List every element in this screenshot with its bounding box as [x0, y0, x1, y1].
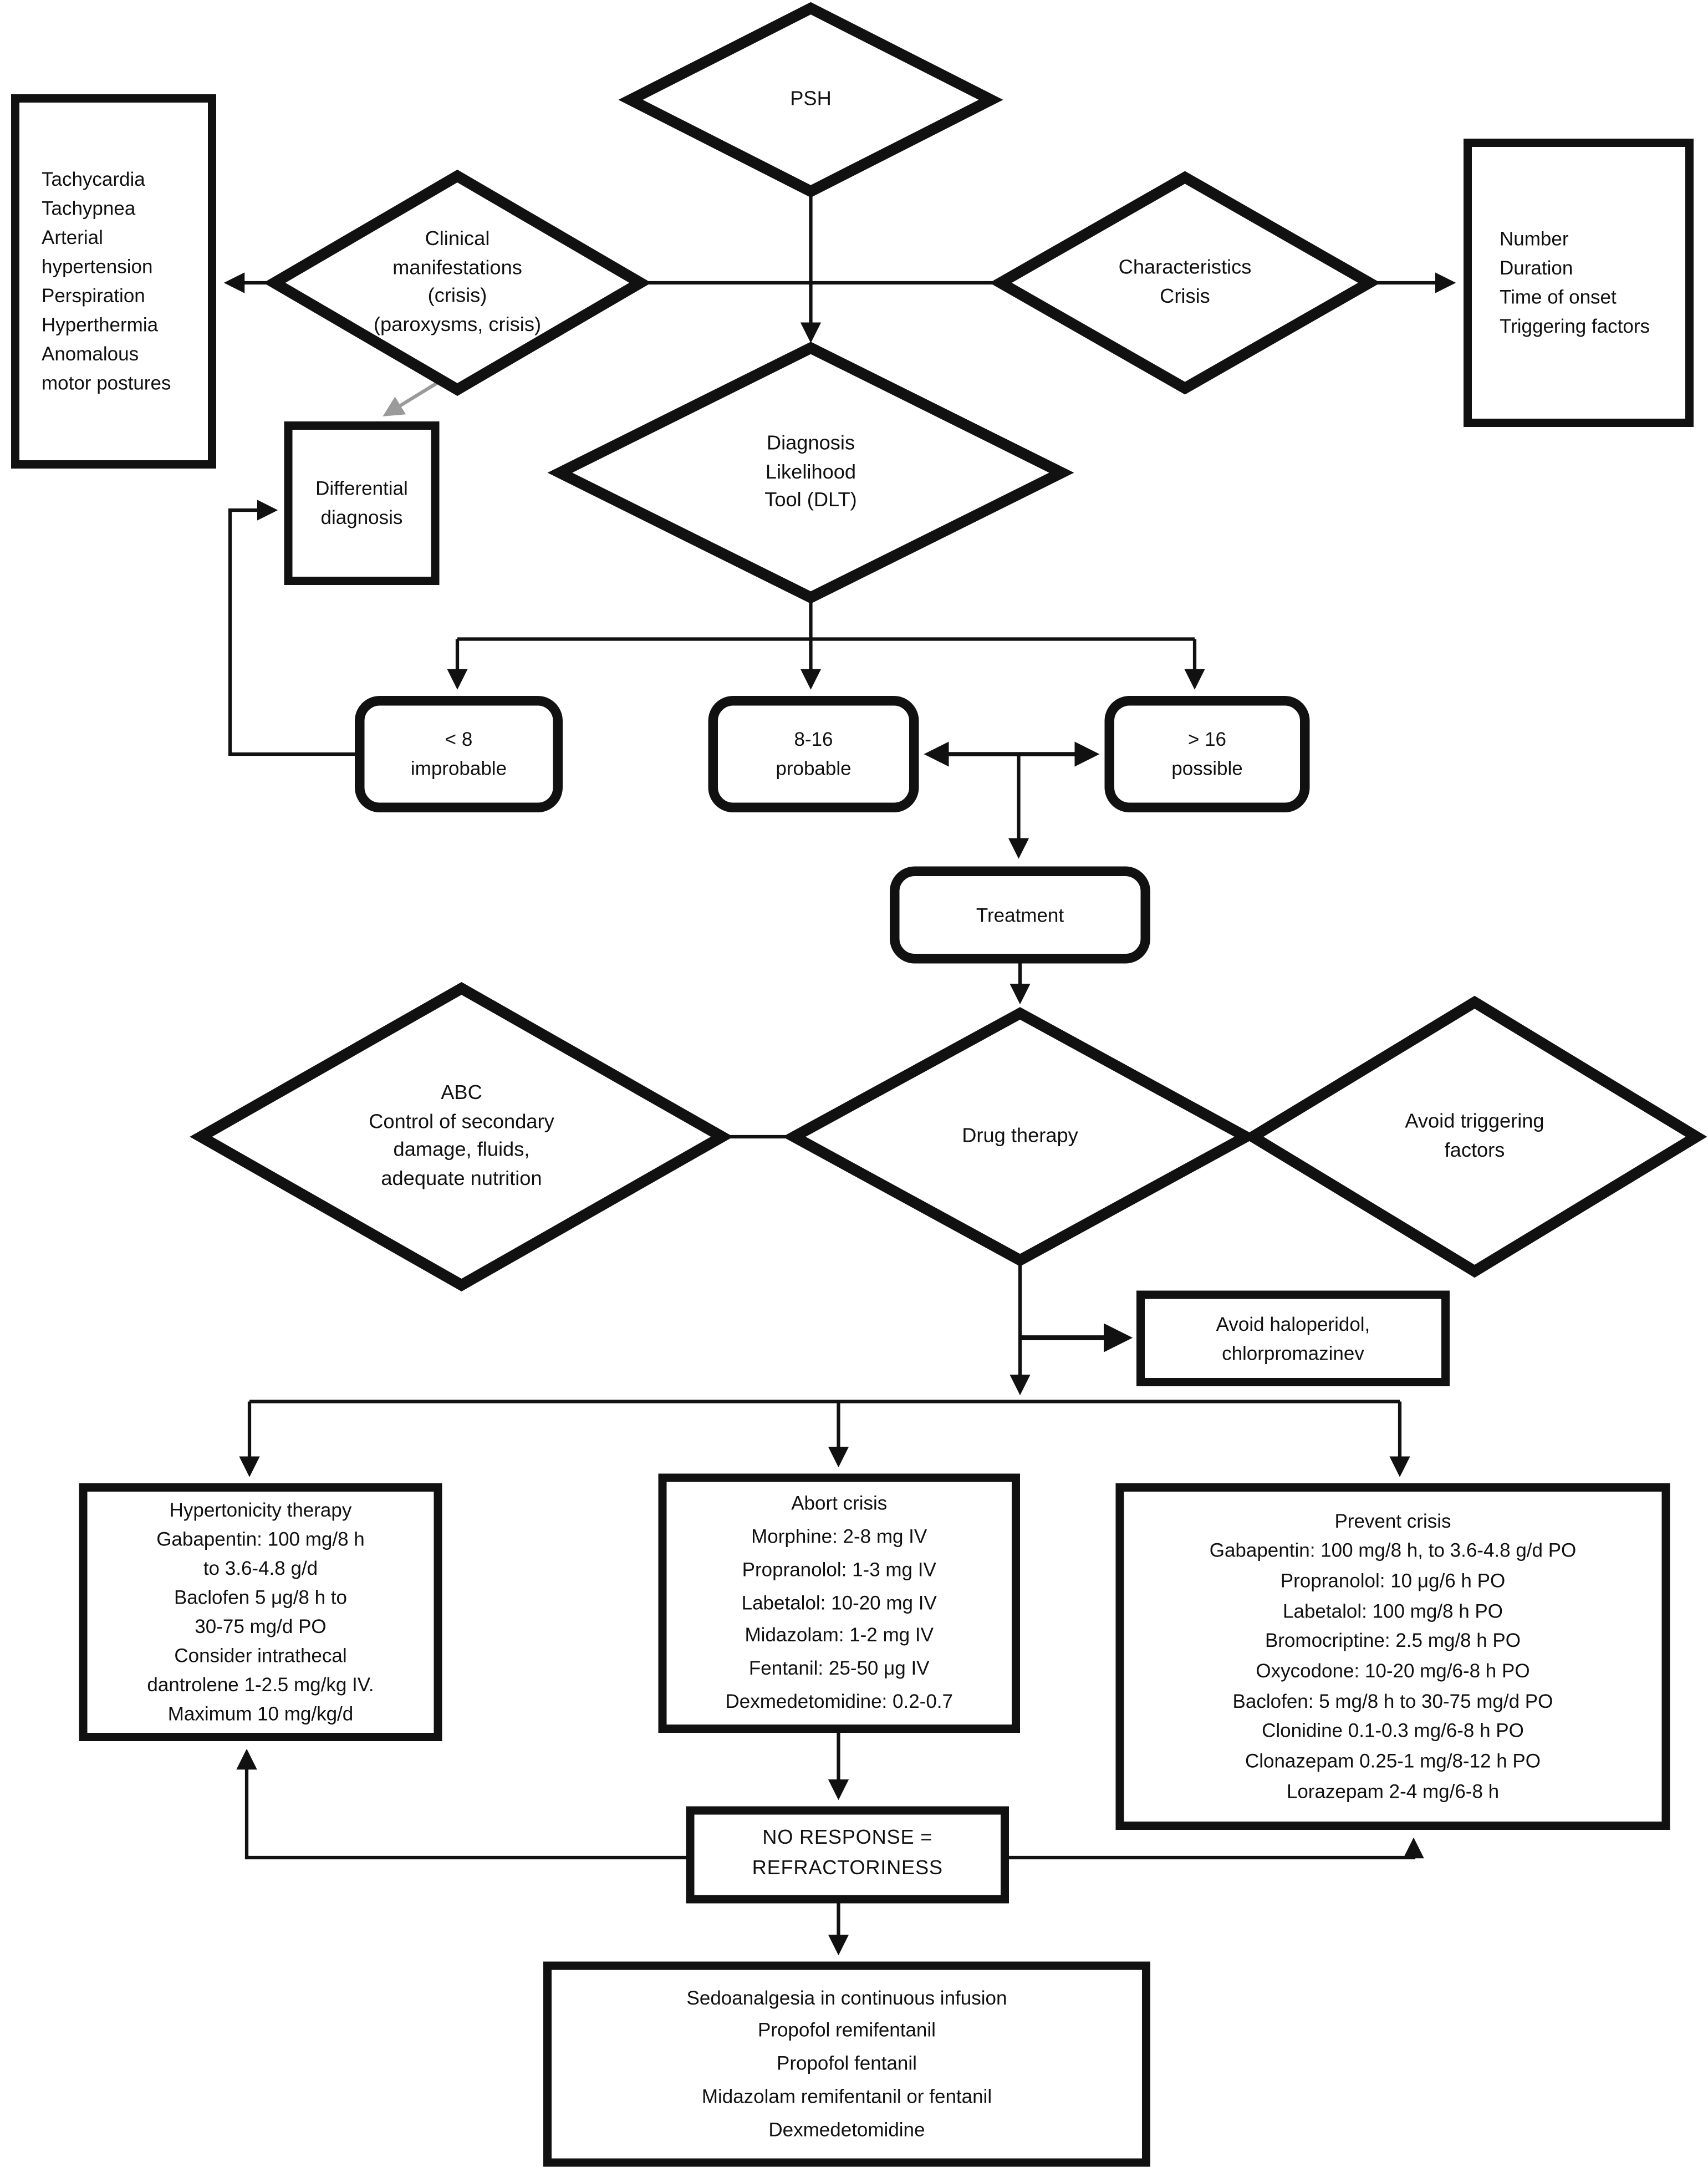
avoid-triggering-diamond: Avoid triggering factors: [1405, 1108, 1544, 1166]
differential-diagnosis-label: Differential diagnosis: [315, 477, 408, 528]
improbable-label: < 8 improbable: [410, 728, 507, 780]
avoid-triggering-diamond-shape: [1242, 995, 1707, 1278]
no-response-box: NO RESPONSE = REFRACTORINESS: [686, 1806, 1009, 1904]
abort-crisis-label: Abort crisis Morphine: 2-8 mg IV Propran…: [725, 1492, 953, 1712]
clinical-manifestations-diamond-shape: [263, 169, 651, 396]
treatment-box: Treatment: [890, 866, 1150, 964]
clinical-manifestations-diamond: Clinical manifestations (crisis) (paroxy…: [374, 226, 541, 340]
dlt-label: Diagnosis Likelihood Tool (DLT): [764, 433, 857, 512]
improbable-box: < 8 improbable: [355, 696, 563, 812]
psh-diamond-shape: [618, 2, 1003, 198]
drug-therapy-diamond: Drug therapy: [962, 1122, 1078, 1151]
sedoanalgesia-label: Sedoanalgesia in continuous infusion Pro…: [686, 1986, 1007, 2140]
hypertonicity-box: Hypertonicity therapy Gabapentin: 100 mg…: [79, 1483, 442, 1741]
arrow-no-response-to-prevent: [1009, 1837, 1424, 1860]
probable-box: 8-16 probable: [708, 696, 919, 812]
arrow-improbable-to-differential: [228, 500, 355, 756]
no-response-label: NO RESPONSE = REFRACTORINESS: [752, 1827, 943, 1880]
differential-diagnosis-box: Differential diagnosis: [284, 421, 440, 585]
abort-crisis-box: Abort crisis Morphine: 2-8 mg IV Propran…: [658, 1473, 1020, 1733]
arrow-no-response-to-hypertonicity: [236, 1748, 686, 1860]
abc-diamond-shape: [190, 981, 733, 1292]
symptoms-box: Tachycardia Tachypnea Arterial hypertens…: [11, 94, 216, 469]
avoid-haloperidol-label: Avoid haloperidol, chlorpromazinev: [1216, 1312, 1370, 1364]
clinical-manifestations-label: Clinical manifestations (crisis) (paroxy…: [373, 228, 542, 337]
characteristics-diamond-shape: [989, 171, 1381, 395]
symptoms-label: Tachycardia Tachypnea Arterial hypertens…: [42, 167, 171, 394]
dlt-diamond-shape: [547, 342, 1074, 604]
prevent-crisis-label: Prevent crisis Gabapentin: 100 mg/8 h, t…: [1209, 1509, 1577, 1802]
crisis-features-box: Number Duration Time of onset Triggering…: [1464, 139, 1694, 427]
dlt-diamond: Diagnosis Likelihood Tool (DLT): [764, 430, 857, 515]
avoid-haloperidol-box: Avoid haloperidol, chlorpromazinev: [1136, 1290, 1450, 1386]
possible-label: > 16 possible: [1171, 728, 1243, 780]
prevent-crisis-box: Prevent crisis Gabapentin: 100 mg/8 h, t…: [1115, 1483, 1670, 1830]
avoid-triggering-label: Avoid triggering factors: [1405, 1111, 1544, 1162]
psh-diamond: PSH: [790, 85, 832, 114]
abc-label: ABC Control of secondary damage, fluids,…: [369, 1082, 554, 1191]
drug-therapy-diamond-shape: [782, 1007, 1258, 1266]
probable-label: 8-16 probable: [776, 728, 852, 780]
characteristics-diamond: Characteristics Crisis: [1119, 255, 1252, 312]
hypertonicity-label: Hypertonicity therapy Gabapentin: 100 mg…: [147, 1498, 374, 1725]
psh-label: PSH: [790, 88, 832, 111]
crisis-features-label: Number Duration Time of onset Triggering…: [1500, 227, 1650, 337]
possible-box: > 16 possible: [1104, 696, 1310, 812]
treatment-label: Treatment: [976, 903, 1064, 925]
characteristics-label: Characteristics Crisis: [1118, 257, 1252, 308]
abc-diamond: ABC Control of secondary damage, fluids,…: [369, 1080, 554, 1194]
sedoanalgesia-box: Sedoanalgesia in continuous infusion Pro…: [543, 1961, 1150, 2167]
drug-therapy-label: Drug therapy: [962, 1125, 1078, 1148]
